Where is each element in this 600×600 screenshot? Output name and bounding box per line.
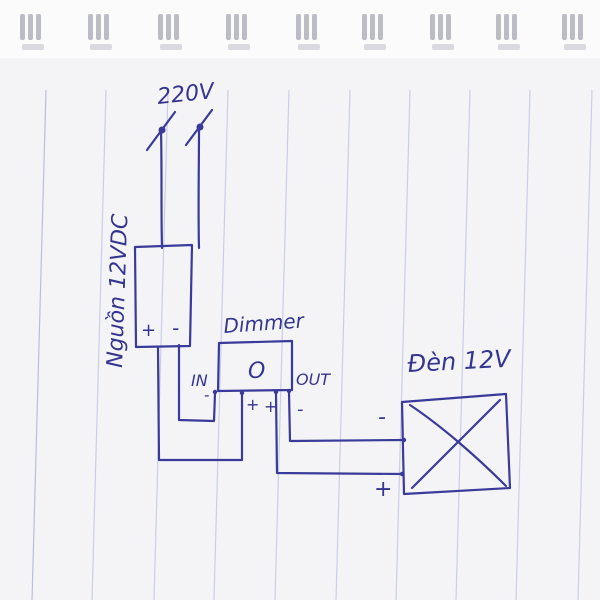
dimmer-out-minus: -: [297, 399, 304, 420]
ring-wire: [570, 14, 575, 40]
power-supply: Nguồn 12VDC + -: [103, 213, 194, 369]
ring-wire: [504, 14, 509, 40]
junction-dot: [239, 390, 245, 396]
ring-hole: [364, 44, 386, 50]
psu-minus-terminal: -: [172, 316, 179, 340]
ring-hole: [160, 44, 182, 50]
mains-tick-left: [145, 110, 177, 152]
wire-dimmer-out-plus-to-lamp-plus: [274, 391, 404, 476]
ring-hole: [432, 44, 454, 50]
dimmer-out-plus: +: [264, 397, 277, 416]
ring-wire: [512, 14, 517, 40]
junction-dot: [212, 389, 218, 395]
ring-wire: [36, 14, 41, 40]
ring-wire: [104, 14, 109, 40]
ruled-line: [91, 89, 107, 600]
dimmer-box: [216, 339, 294, 393]
ring-wire: [28, 14, 33, 40]
mains-input: 220V: [145, 79, 217, 250]
ring-wire: [312, 14, 317, 40]
ring-wire: [378, 14, 383, 40]
ring-hole: [564, 44, 586, 50]
ring-wire: [88, 14, 93, 40]
ring-wire: [362, 14, 367, 40]
psu-label: Nguồn 12VDC: [103, 213, 133, 369]
spiral-ring: [430, 14, 454, 50]
wire-psu-minus-to-dimmer-in-minus: [177, 343, 217, 423]
mains-wire-left: [159, 128, 164, 250]
ring-wire: [234, 14, 239, 40]
spiral-ring: [226, 14, 250, 50]
ruled-line: [577, 89, 593, 600]
lamp-minus-terminal: -: [378, 405, 386, 430]
spiral-ring: [296, 14, 320, 50]
ring-wire: [430, 14, 435, 40]
ring-hole: [498, 44, 520, 50]
spiral-ring: [562, 14, 586, 50]
psu-box: [133, 243, 194, 349]
lamp-box: [400, 392, 512, 496]
junction-dot: [273, 389, 279, 395]
ring-wire: [166, 14, 171, 40]
junction-dot: [401, 437, 407, 443]
lamp-plus-terminal: +: [374, 477, 392, 502]
dimmer-label: Dimmer: [223, 308, 307, 338]
ring-wire: [226, 14, 231, 40]
dimmer: Dimmer O IN OUT - + + -: [191, 308, 331, 420]
ring-wire: [496, 14, 501, 40]
ruled-line: [31, 89, 47, 600]
ring-wire: [96, 14, 101, 40]
psu-plus-terminal: +: [141, 320, 156, 341]
ring-wire: [304, 14, 309, 40]
ruled-line: [455, 89, 471, 600]
ruled-line: [153, 89, 169, 600]
lamp-label: Đèn 12V: [407, 345, 513, 378]
dimmer-in-minus: -: [204, 386, 209, 404]
dimmer-out-label: OUT: [296, 370, 331, 389]
ring-hole: [228, 44, 250, 50]
ruled-line: [274, 89, 290, 600]
lamp: Đèn 12V - +: [374, 345, 513, 502]
dimmer-in-plus: +: [246, 395, 259, 414]
ring-wire: [562, 14, 567, 40]
spiral-ring: [88, 14, 112, 50]
ruled-lines: [31, 89, 593, 600]
ruled-line: [213, 89, 229, 600]
wiring: [156, 343, 407, 477]
ring-wire: [174, 14, 179, 40]
ring-wire: [242, 14, 247, 40]
ring-wire: [578, 14, 583, 40]
lamp-cross-b: [410, 398, 502, 490]
spiral-ring: [362, 14, 386, 50]
ring-hole: [298, 44, 320, 50]
junction-dot: [286, 388, 292, 394]
ring-wire: [158, 14, 163, 40]
dimmer-knob: O: [248, 359, 265, 384]
spiral-ring: [158, 14, 182, 50]
ruled-line: [515, 89, 531, 600]
ring-wire: [370, 14, 375, 40]
spiral-ring: [496, 14, 520, 50]
ring-hole: [22, 44, 44, 50]
dimmer-in-label: IN: [191, 371, 208, 390]
wire-psu-plus-to-dimmer-in-plus: [156, 345, 244, 462]
ring-wire: [296, 14, 301, 40]
ruled-line: [335, 89, 351, 600]
mains-tick-right: [184, 108, 214, 147]
spiral-ring: [20, 14, 44, 50]
junction-dot: [399, 471, 405, 477]
ring-wire: [20, 14, 25, 40]
spiral-binding: [0, 0, 600, 58]
ring-wire: [446, 14, 451, 40]
ruled-line: [395, 89, 411, 600]
wire-dimmer-out-minus-to-lamp-minus: [287, 390, 406, 443]
ring-wire: [438, 14, 443, 40]
ring-hole: [90, 44, 112, 50]
mains-voltage-label: 220V: [156, 79, 217, 110]
